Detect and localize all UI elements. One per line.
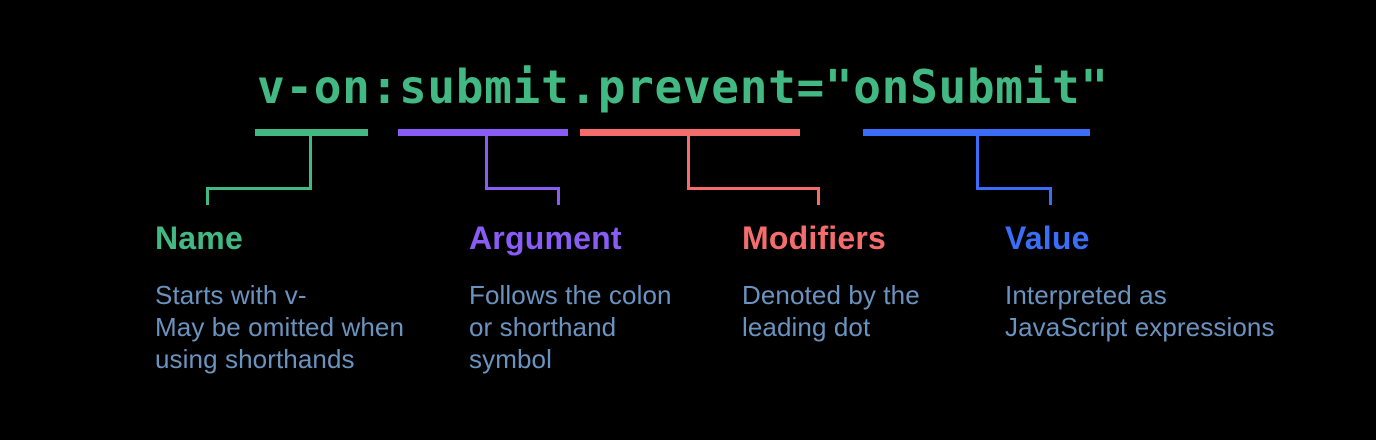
argument-underline-bar	[398, 129, 568, 136]
value-connector-drop	[1049, 187, 1052, 205]
name-connector-horizontal	[206, 187, 312, 190]
argument-connector-horizontal	[485, 187, 560, 190]
modifiers-description: Denoted by the leading dot	[742, 279, 920, 343]
argument-label: Argument	[469, 220, 622, 256]
description-line: May be omitted when	[155, 312, 405, 342]
value-description: Interpreted as JavaScript expressions	[1005, 279, 1275, 343]
name-description: Starts with v- May be omitted when using…	[155, 279, 404, 375]
description-line: symbol	[469, 344, 552, 374]
name-connector-stem	[309, 136, 312, 189]
value-connector-horizontal	[976, 187, 1052, 190]
argument-connector-stem	[485, 136, 488, 189]
description-line: Denoted by the	[742, 280, 920, 310]
description-line: Interpreted as	[1005, 280, 1167, 310]
description-line: using shorthands	[155, 344, 355, 374]
value-underline-bar	[863, 129, 1090, 136]
modifiers-label: Modifiers	[742, 220, 887, 256]
modifiers-underline-bar	[580, 129, 800, 136]
name-underline-bar	[255, 129, 368, 136]
description-line: leading dot	[742, 312, 871, 342]
description-line: Follows the colon	[469, 280, 672, 310]
directive-code: v-on:submit.prevent="onSubmit"	[257, 60, 1109, 114]
description-line: Starts with v-	[155, 280, 307, 310]
argument-description: Follows the colon or shorthand symbol	[469, 279, 672, 375]
name-label: Name	[155, 220, 243, 256]
value-connector-stem	[976, 136, 979, 189]
modifiers-connector-drop	[817, 187, 820, 205]
description-line: or shorthand	[469, 312, 617, 342]
argument-connector-drop	[557, 187, 560, 205]
name-connector-drop	[206, 187, 209, 205]
modifiers-connector-horizontal	[687, 187, 820, 190]
modifiers-connector-stem	[687, 136, 690, 189]
description-line: JavaScript expressions	[1005, 312, 1275, 342]
value-label: Value	[1005, 220, 1090, 256]
